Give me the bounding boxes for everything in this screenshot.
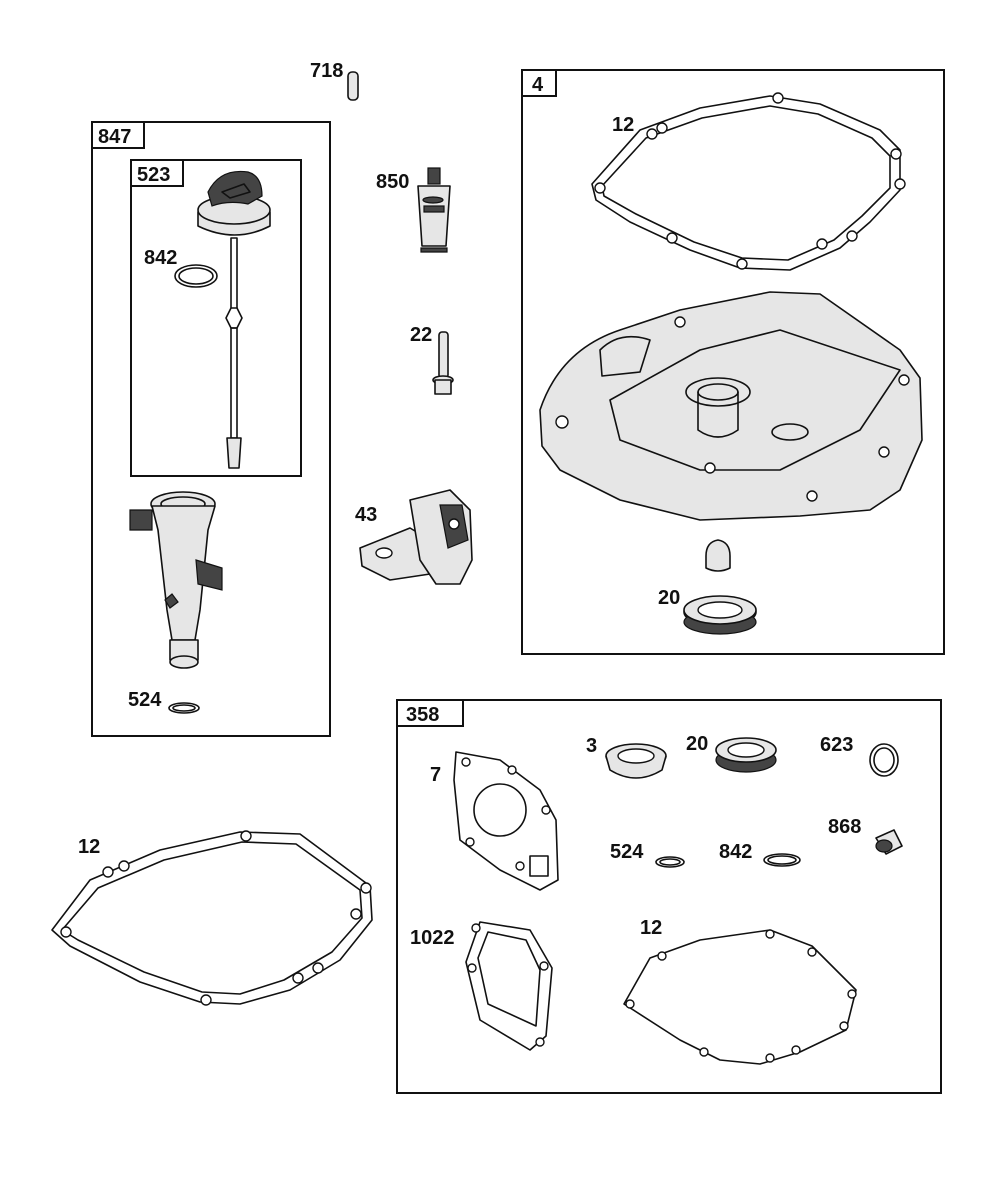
intake-gasket-1022 [465,921,553,1051]
o-ring-623 [869,743,899,777]
oil-seal-20-kit [715,737,777,773]
part-20-sump-label: 20 [658,587,680,609]
part-850-label: 850 [376,171,409,193]
sump-housing [539,291,923,521]
kit-4-box: 4 [521,69,945,655]
oil-seal-3 [605,743,667,779]
dipstick-tube [129,491,223,669]
crankcase-gasket-12-kit [623,929,857,1065]
o-ring-524-kit [655,856,685,868]
part-842-kit-label: 842 [719,841,752,863]
kit-847-box: 847 [91,121,331,737]
part-12-sump-label: 12 [612,114,634,136]
part-20-kit-label: 20 [686,733,708,755]
sealant-tube-850 [417,167,451,253]
kit-4-label: 4 [532,74,544,96]
part-7-label: 7 [430,764,441,786]
kit-523-label: 523 [137,164,170,186]
pin-718 [347,71,359,101]
o-ring-842-dipstick [174,264,218,288]
cap-868 [875,829,903,855]
sump-gasket-12 [591,92,906,271]
part-524-kit-label: 524 [610,841,644,863]
sump-plug [705,539,731,572]
part-12-kit-label: 12 [640,917,662,939]
part-22-label: 22 [410,324,432,346]
part-3-label: 3 [586,735,597,757]
part-842-label: 842 [144,247,177,269]
dipstick-cap [197,170,271,469]
o-ring-524-tube [168,702,200,714]
kit-358-box: 358 [396,699,942,1094]
kit-358-label: 358 [406,704,439,726]
bolt-22 [432,331,454,395]
part-524-label: 524 [128,689,162,711]
part-1022-label: 1022 [410,927,455,949]
cylinder-head-gasket-7 [453,751,559,891]
kit-523-box: 523 [130,159,302,477]
crankcase-gasket-12-loose [51,830,373,1006]
part-623-label: 623 [820,734,853,756]
kit-847-label: 847 [98,126,131,148]
o-ring-842-kit [763,853,801,867]
part-43-label: 43 [355,504,377,526]
part-868-label: 868 [828,816,861,838]
part-718-label: 718 [310,60,343,82]
part-12-loose-label: 12 [78,836,100,858]
governor-control-43 [359,489,473,585]
oil-seal-20-sump [683,595,757,635]
